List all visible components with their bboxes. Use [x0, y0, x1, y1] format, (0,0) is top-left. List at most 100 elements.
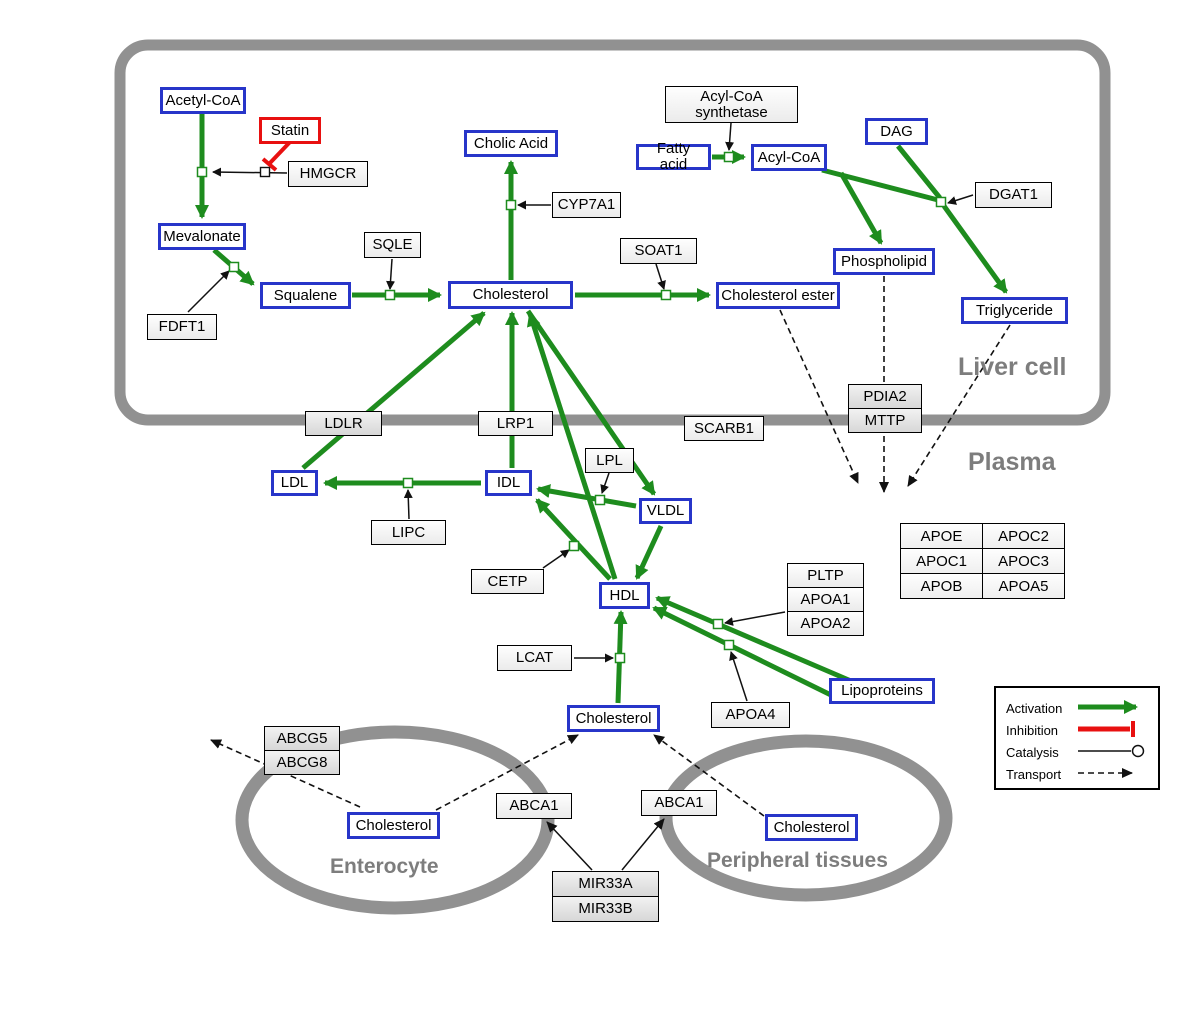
- edge-junction-triglyceride: [941, 204, 1009, 294]
- node-hmgcr[interactable]: HMGCR: [288, 161, 368, 187]
- node-apoa1[interactable]: APOA1: [787, 587, 864, 612]
- node-lrp1[interactable]: LRP1: [478, 411, 553, 436]
- node-abcg5[interactable]: ABCG5: [264, 726, 340, 751]
- node-mttp[interactable]: MTTP: [848, 408, 922, 433]
- activation-edges: [195, 114, 1009, 704]
- edge-vldl-hdl: [634, 524, 664, 580]
- node-triglyceride[interactable]: Triglyceride: [961, 297, 1068, 324]
- node-apoe[interactable]: APOE: [901, 524, 983, 549]
- transport-edge-peripheral-to-plasma: [653, 734, 765, 817]
- reaction-node: [505, 199, 517, 211]
- node-abca1-enterocyte[interactable]: ABCA1: [496, 793, 572, 819]
- node-acetyl-coa[interactable]: Acetyl-CoA: [160, 87, 246, 114]
- node-cholesterol-plasma[interactable]: Cholesterol: [567, 705, 660, 732]
- node-fdft1[interactable]: FDFT1: [147, 314, 217, 340]
- catalysis-sqle: [386, 258, 396, 290]
- node-apoc2[interactable]: APOC2: [983, 524, 1065, 549]
- reaction-node: [723, 639, 735, 651]
- node-ldlr[interactable]: LDLR: [305, 411, 382, 436]
- node-cholic-acid[interactable]: Cholic Acid: [464, 130, 558, 157]
- edge-lipoproteins-hdl-2: [652, 605, 837, 700]
- reaction-node: [228, 261, 240, 273]
- node-lcat[interactable]: LCAT: [497, 645, 572, 671]
- node-scarb1[interactable]: SCARB1: [684, 416, 764, 441]
- node-pdia2[interactable]: PDIA2: [848, 384, 922, 409]
- node-cholesterol-ester[interactable]: Cholesterol ester: [716, 282, 840, 309]
- node-pltp[interactable]: PLTP: [787, 563, 864, 588]
- node-idl[interactable]: IDL: [485, 470, 532, 496]
- node-statin[interactable]: Statin: [259, 117, 321, 144]
- legend-symbols: [1078, 700, 1145, 778]
- node-lipc[interactable]: LIPC: [371, 520, 446, 545]
- reaction-node: [568, 540, 580, 552]
- liver-cell-membrane: [114, 39, 1111, 426]
- catalysis-apoa4: [729, 651, 748, 702]
- node-apob[interactable]: APOB: [901, 574, 983, 599]
- liver-cell-label: Liver cell: [958, 353, 1067, 381]
- node-apoa2[interactable]: APOA2: [787, 611, 864, 636]
- catalysis-pltp-apoa: [724, 611, 786, 626]
- edge-ldl-cholesterol-via-ldlr: [301, 311, 486, 470]
- reaction-node: [723, 151, 735, 163]
- node-acyl-coa-synthetase[interactable]: Acyl-CoA synthetase: [665, 86, 798, 123]
- reaction-node: [935, 196, 947, 208]
- node-acyl-coa[interactable]: Acyl-CoA: [751, 144, 827, 171]
- node-cyp7a1[interactable]: CYP7A1: [552, 192, 621, 218]
- node-mevalonate[interactable]: Mevalonate: [158, 223, 246, 250]
- node-apoa5[interactable]: APOA5: [983, 574, 1065, 599]
- node-mir33b[interactable]: MIR33B: [552, 896, 659, 922]
- node-apoc3[interactable]: APOC3: [983, 549, 1065, 574]
- node-apoa4[interactable]: APOA4: [711, 702, 790, 728]
- reaction-node: [402, 477, 414, 489]
- catalysis-lipc: [403, 489, 413, 520]
- catalysis-soat1: [655, 263, 666, 290]
- legend-catalysis-label: Catalysis: [1006, 745, 1059, 760]
- edge-mir33-abca1-right: [621, 818, 665, 871]
- node-abca1-peripheral[interactable]: ABCA1: [641, 790, 717, 816]
- node-dag[interactable]: DAG: [865, 118, 928, 145]
- node-fatty-acid[interactable]: Fatty acid: [636, 141, 711, 172]
- node-cholesterol-peripheral[interactable]: Cholesterol: [765, 814, 858, 841]
- node-abcg8[interactable]: ABCG8: [264, 750, 340, 775]
- transport-edge-triglyceride: [907, 324, 1011, 487]
- legend-inhibition-label: Inhibition: [1006, 723, 1059, 738]
- node-lipoproteins[interactable]: Lipoproteins: [829, 678, 935, 704]
- node-dgat1[interactable]: DGAT1: [975, 182, 1052, 208]
- node-hdl[interactable]: HDL: [599, 582, 650, 609]
- catalysis-cetp: [542, 549, 570, 569]
- edge-acylcoa-phospholipid: [838, 171, 884, 245]
- catalysis-fdft1: [187, 270, 230, 313]
- legend-catalysis-circle: [1131, 744, 1145, 758]
- transport-edge-cholesterolester: [779, 309, 859, 484]
- reaction-nodes: [196, 151, 947, 664]
- reaction-node: [384, 289, 396, 301]
- node-mir33a[interactable]: MIR33A: [552, 871, 659, 897]
- catalysis-edges: [187, 122, 974, 871]
- inhibition-statin-line: [267, 140, 292, 166]
- node-cetp[interactable]: CETP: [471, 569, 544, 594]
- node-lpl[interactable]: LPL: [585, 448, 634, 473]
- node-phospholipid[interactable]: Phospholipid: [833, 248, 935, 275]
- catalysis-lpl: [600, 472, 610, 494]
- reaction-node: [594, 494, 606, 506]
- edge-dag-junction: [896, 144, 942, 200]
- enterocyte-membrane: [235, 725, 555, 915]
- edge-mir33-abca1-left: [546, 821, 593, 871]
- node-ldl[interactable]: LDL: [271, 470, 318, 496]
- node-cholesterol-liver[interactable]: Cholesterol: [448, 281, 573, 309]
- legend-activation-label: Activation: [1006, 701, 1063, 716]
- inhibition-statin-tbar: [261, 157, 278, 172]
- node-apoc1[interactable]: APOC1: [901, 549, 983, 574]
- catalysis-acylcoa-synthetase: [725, 122, 735, 151]
- peripheral-tissues-membrane: [659, 734, 953, 902]
- catalysis-hmgcr: [212, 167, 288, 177]
- node-soat1[interactable]: SOAT1: [620, 238, 697, 264]
- node-sqle[interactable]: SQLE: [364, 232, 421, 258]
- node-cholesterol-enterocyte[interactable]: Cholesterol: [347, 812, 440, 839]
- edge-hdl-cholesterol: [526, 312, 618, 580]
- node-squalene[interactable]: Squalene: [260, 282, 351, 309]
- node-vldl[interactable]: VLDL: [639, 498, 692, 524]
- apolipoprotein-table: APOE APOC2 APOC1 APOC3 APOB APOA5: [900, 523, 1065, 599]
- edge-lipoproteins-hdl-1: [655, 595, 852, 684]
